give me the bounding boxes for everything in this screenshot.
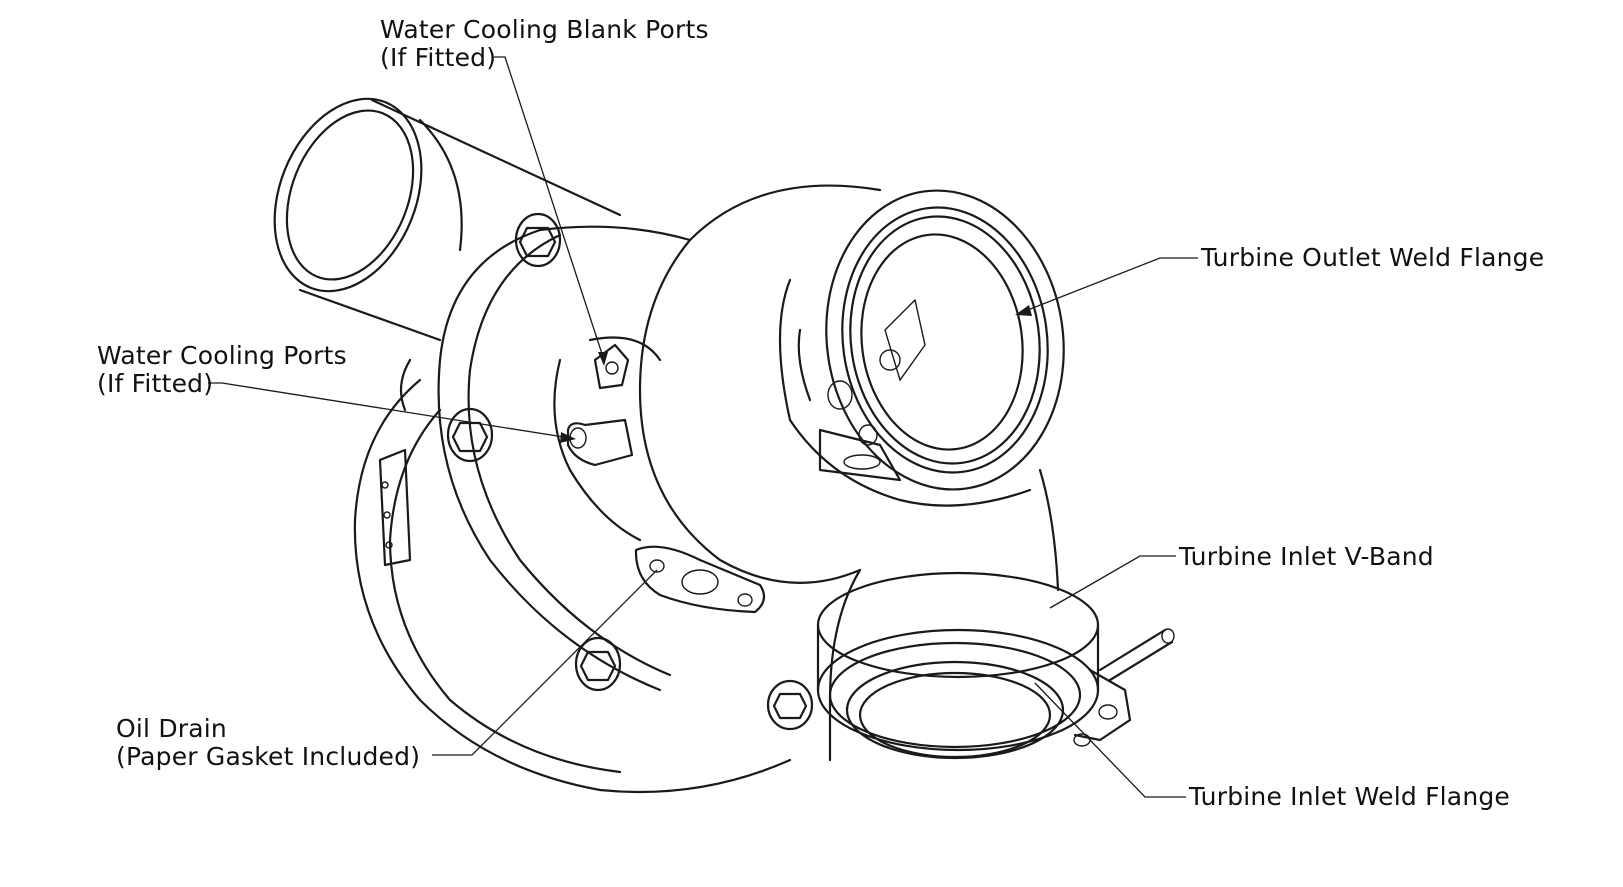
- label-water-cooling-ports: Water Cooling Ports (If Fitted): [97, 342, 347, 398]
- label-water-cooling-blank-ports: Water Cooling Blank Ports (If Fitted): [380, 16, 709, 72]
- label-turbine-inlet-v-band: Turbine Inlet V-Band: [1179, 542, 1434, 571]
- compressor-inlet-pipe: [273, 97, 622, 342]
- leader-water-ports: [208, 382, 571, 439]
- leader-water-blank: [494, 56, 605, 361]
- turbine-outlet-flange: [825, 189, 1065, 491]
- compressor-housing: [353, 212, 814, 794]
- label-oil-drain: Oil Drain (Paper Gasket Included): [116, 715, 420, 771]
- turbine-inlet-flange: [816, 571, 1175, 760]
- label-oil-drain-line1: Oil Drain: [116, 714, 227, 743]
- label-water-blank-line1: Water Cooling Blank Ports: [380, 15, 709, 44]
- center-housing: [553, 336, 766, 614]
- turbine-housing: [638, 184, 1060, 762]
- leader-inlet-weld: [1034, 682, 1186, 798]
- leader-lines: [208, 56, 1198, 798]
- label-turbine-inlet-weld-flange: Turbine Inlet Weld Flange: [1189, 782, 1511, 811]
- label-turbine-outlet-weld-flange: Turbine Outlet Weld Flange: [1201, 243, 1545, 272]
- label-oil-drain-line2: (Paper Gasket Included): [116, 742, 421, 771]
- leader-inlet-vband: [1049, 555, 1176, 609]
- label-water-blank-line2: (If Fitted): [380, 43, 497, 72]
- leader-oil-drain: [432, 569, 658, 756]
- label-water-ports-line2: (If Fitted): [97, 369, 214, 398]
- leader-turbine-outlet: [1019, 257, 1198, 314]
- label-water-ports-line1: Water Cooling Ports: [97, 341, 347, 370]
